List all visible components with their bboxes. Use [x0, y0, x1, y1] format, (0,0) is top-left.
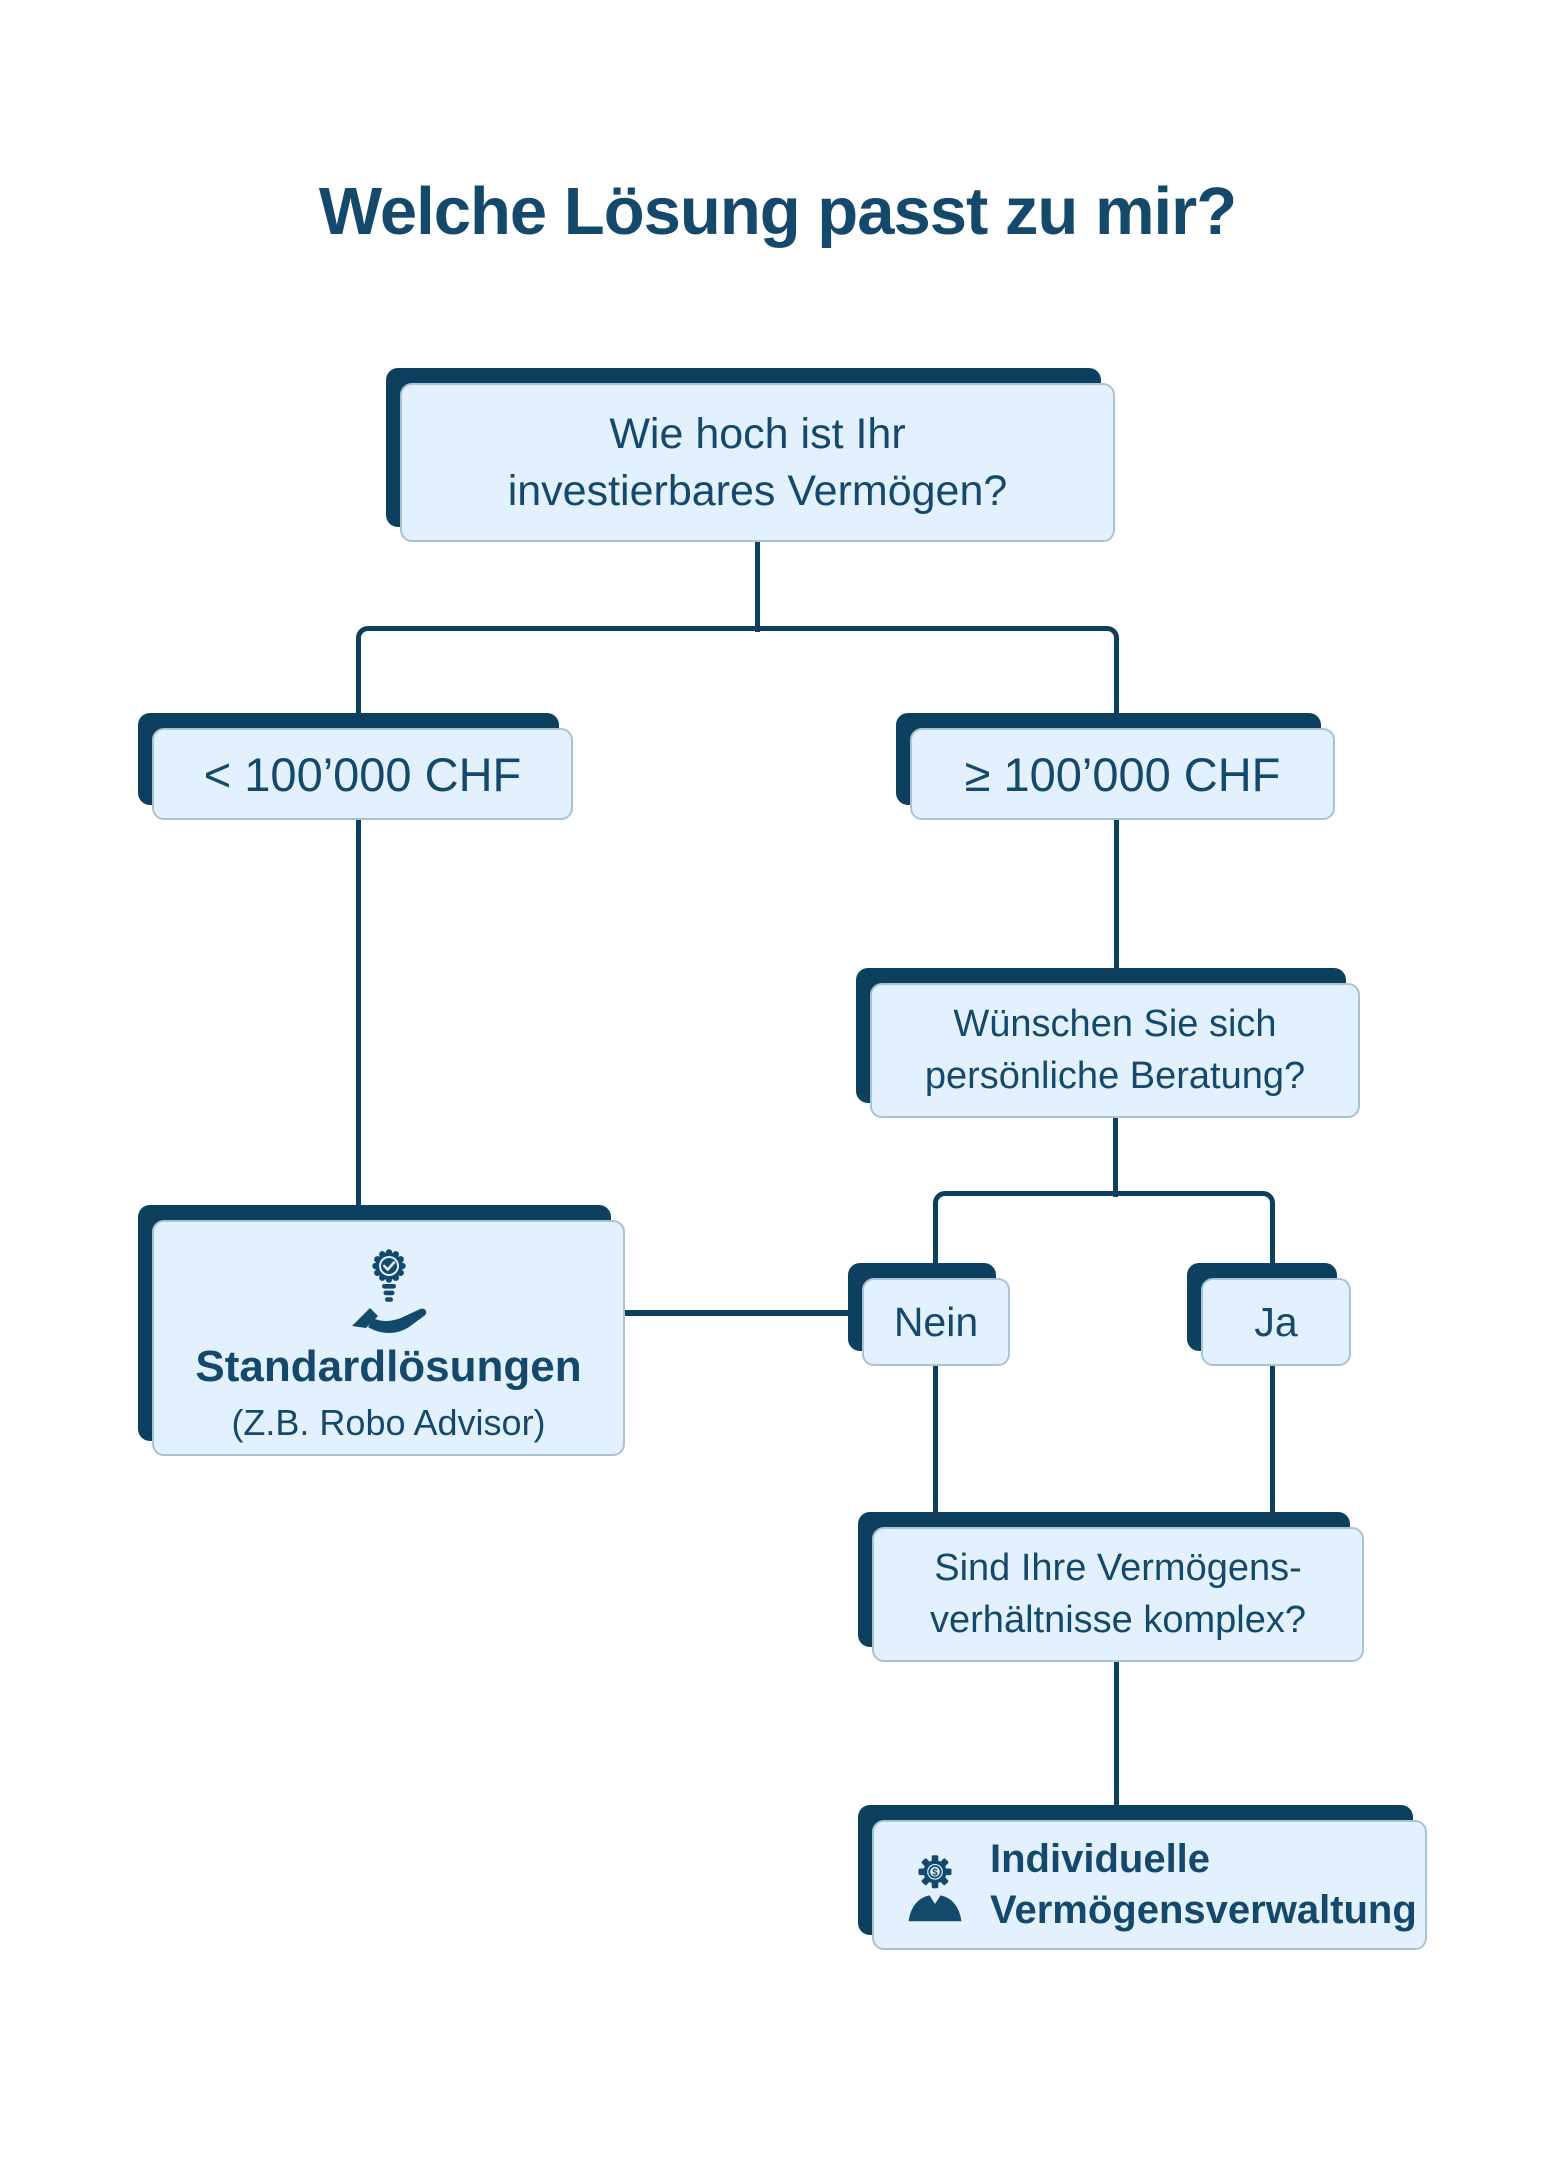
connector-complex-to-individual — [1114, 1658, 1119, 1810]
svg-text:$: $ — [932, 1868, 938, 1879]
individual-line2: Vermögensverwaltung — [990, 1888, 1417, 1932]
question-complex-line1: Sind Ihre Vermögens- — [934, 1547, 1302, 1590]
connector-no-to-standard — [620, 1310, 850, 1316]
question-assets-line2: investierbares Vermögen? — [507, 466, 1008, 515]
node-question-advice: Wünschen Sie sich persönliche Beratung? — [870, 983, 1360, 1118]
branch-high-label: ≥ 100’000 CHF — [964, 747, 1281, 801]
page-title: Welche Lösung passt zu mir? — [318, 174, 1237, 249]
answer-no-label: Nein — [893, 1298, 979, 1345]
connector-low-to-standard — [356, 750, 361, 1210]
standard-solution-title: Standardlösungen — [195, 1342, 582, 1391]
connector-split-assets — [356, 626, 1119, 718]
question-assets-line1: Wie hoch ist Ihr — [609, 409, 906, 458]
hand-holding-certified-bulb-icon — [339, 1238, 439, 1338]
connector-top-question-down — [755, 540, 760, 632]
node-branch-low: < 100’000 CHF — [152, 728, 573, 820]
node-question-assets: Wie hoch ist Ihr investierbares Vermögen… — [400, 383, 1115, 542]
question-advice-line2: persönliche Beratung? — [924, 1054, 1306, 1097]
node-question-complex: Sind Ihre Vermögens- verhältnisse komple… — [872, 1527, 1364, 1662]
connector-advice-down — [1113, 1112, 1118, 1197]
branch-low-label: < 100’000 CHF — [203, 747, 522, 801]
node-individual-solution: $ Individuelle Vermögensverwaltung — [872, 1820, 1427, 1950]
node-branch-high: ≥ 100’000 CHF — [910, 728, 1335, 820]
connector-no-to-complex — [933, 1358, 938, 1515]
connector-split-advice — [933, 1191, 1275, 1267]
standard-solution-subtitle: (Z.B. Robo Advisor) — [231, 1402, 546, 1443]
node-standard-solution: Standardlösungen (Z.B. Robo Advisor) — [152, 1220, 625, 1456]
node-answer-yes: Ja — [1201, 1278, 1351, 1366]
connector-yes-to-complex — [1270, 1358, 1275, 1515]
individual-solution-label: Individuelle Vermögensverwaltung — [990, 1834, 1417, 1936]
node-answer-no: Nein — [862, 1278, 1010, 1366]
answer-yes-label: Ja — [1254, 1298, 1298, 1345]
person-gear-dollar-icon: $ — [902, 1847, 968, 1923]
question-complex-line2: verhältnisse komplex? — [930, 1598, 1306, 1641]
connector-high-to-advice — [1114, 750, 1119, 975]
question-advice-line1: Wünschen Sie sich — [953, 1003, 1277, 1046]
individual-line1: Individuelle — [990, 1836, 1211, 1881]
